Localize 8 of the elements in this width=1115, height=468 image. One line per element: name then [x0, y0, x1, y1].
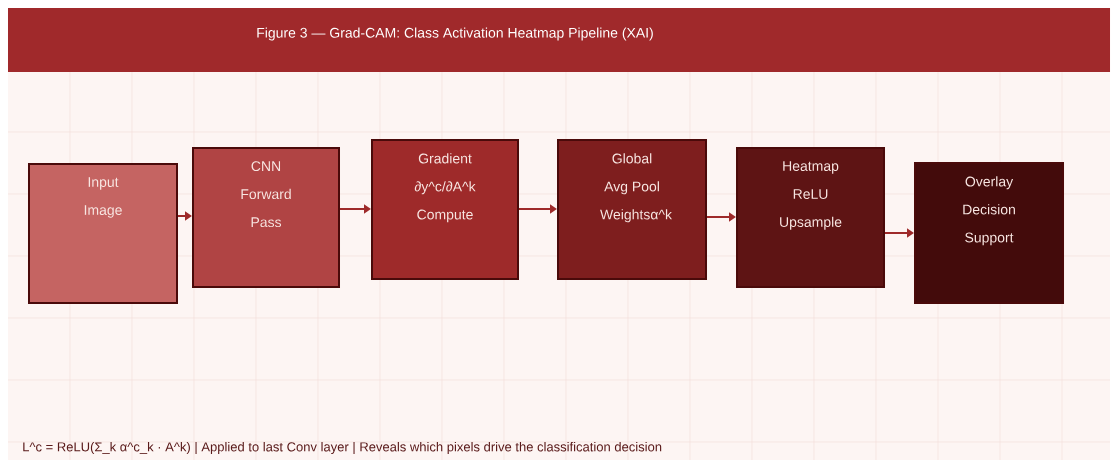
process-box: CNN Forward Pass — [192, 147, 340, 288]
process-box: Gradient ∂y^c/∂A^k Compute — [371, 139, 519, 280]
process-box: Input Image — [28, 163, 178, 304]
process-box: Heatmap ReLU Upsample — [736, 147, 885, 288]
process-box: Overlay Decision Support — [914, 162, 1064, 304]
title: Figure 3 — Grad-CAM: Class Activation Heatmap Pipeline (XAI) — [257, 27, 653, 41]
footnote: L^c = ReLU(Σ_k α^c_k · A^k) | Applied to last Conv layer | Reveals which pixels drive the classification decision — [23, 441, 662, 455]
process-box: Global Avg Pool Weightsα^k — [557, 139, 707, 280]
